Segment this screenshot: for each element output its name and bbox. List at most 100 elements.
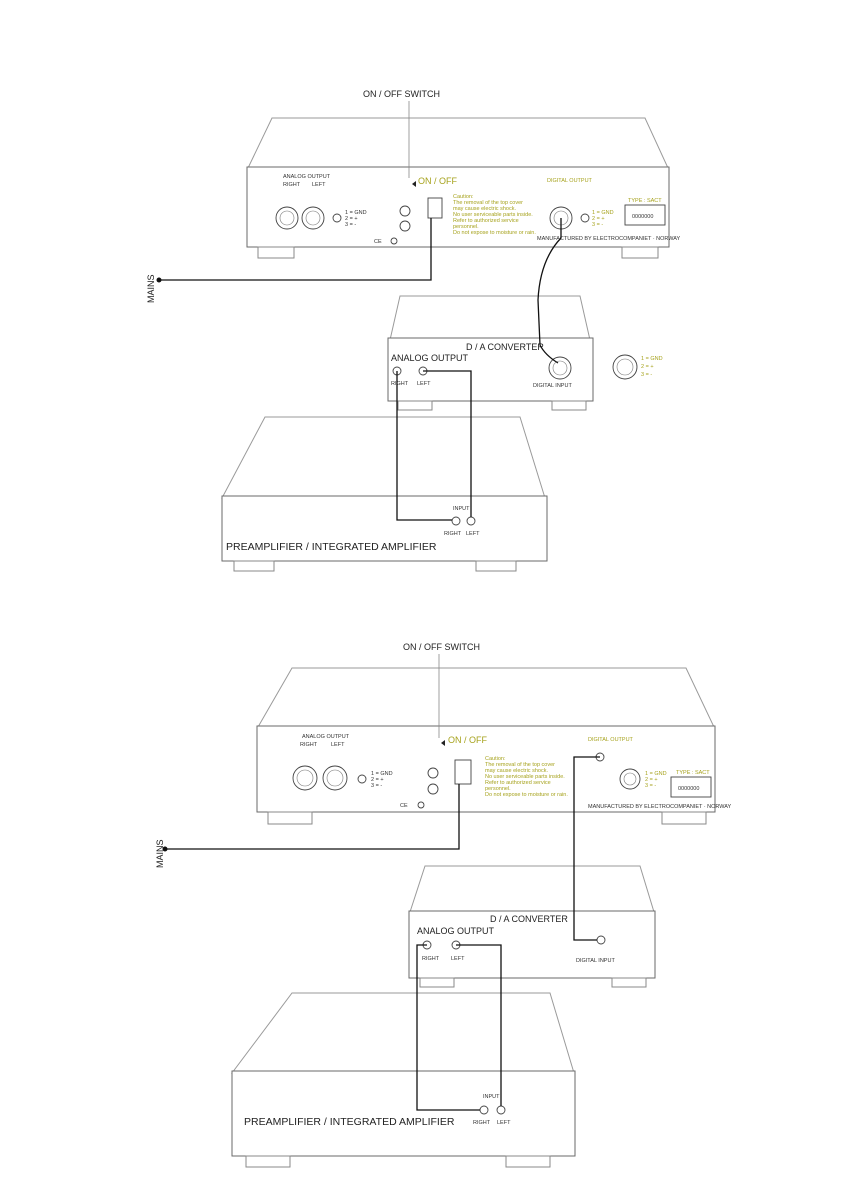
pin-legend-2: 2 = + xyxy=(645,777,658,783)
certification-icon xyxy=(390,237,398,245)
xlr-output-right-icon xyxy=(292,765,318,791)
mains-label: MAINS xyxy=(146,274,156,303)
amplifier-foot-right xyxy=(475,560,517,572)
amplifier-right-label: RIGHT xyxy=(473,1120,491,1126)
transport-foot-left xyxy=(267,811,313,825)
mains-inlet[interactable] xyxy=(454,759,472,785)
pin-legend-1: 1 = GND xyxy=(345,210,367,216)
switch-pointer-icon xyxy=(441,740,445,746)
pin-legend-3: 3 = - xyxy=(592,222,603,228)
dac-digital-input-coax-icon[interactable] xyxy=(596,935,606,945)
transport-foot-right xyxy=(621,246,659,259)
serial-number: 0000000 xyxy=(678,786,699,792)
on-off-label: ON / OFF xyxy=(418,176,457,186)
amplifier-front-panel xyxy=(231,1070,576,1157)
on-off-label: ON / OFF xyxy=(448,735,487,745)
dac-pin-legend-3: 3 = - xyxy=(641,372,652,378)
mains-label: MAINS xyxy=(155,839,165,868)
amplifier-left-label: LEFT xyxy=(466,531,480,537)
dac-unit: D / A CONVERTER ANALOG OUTPUT RIGHT LEFT… xyxy=(387,295,663,411)
certification-icon xyxy=(417,801,425,809)
pin-diagram-icon xyxy=(580,213,590,223)
fuse-holder-icon xyxy=(399,220,411,232)
dac-foot-right xyxy=(551,400,587,411)
dac-digital-input-xlr-icon[interactable] xyxy=(548,356,572,380)
diagram-top: ANALOG OUTPUT RIGHT LEFT 1 = GND 2 = + 3… xyxy=(146,89,681,572)
ce-mark-icon: CE xyxy=(400,803,408,809)
serial-plate xyxy=(670,776,712,798)
pin-legend-2: 2 = + xyxy=(592,216,605,222)
caution-title: Caution: xyxy=(453,194,474,200)
caution-line-2: may cause electric shock. xyxy=(485,768,548,774)
transport-foot-right xyxy=(661,811,707,825)
amplifier-foot-left xyxy=(233,560,275,572)
dac-top-cover xyxy=(409,865,655,913)
amplifier-rca-right[interactable] xyxy=(451,516,461,526)
type-label: TYPE : SACT xyxy=(676,770,710,776)
caution-title: Caution: xyxy=(485,756,506,762)
analog-output-label: ANALOG OUTPUT xyxy=(302,734,350,740)
xlr-output-left-icon xyxy=(322,765,348,791)
pin-legend-3: 3 = - xyxy=(345,222,356,228)
amplifier-rca-left[interactable] xyxy=(466,516,476,526)
fuse-holder-icon xyxy=(427,783,439,795)
amplifier-input-label: INPUT xyxy=(483,1094,500,1100)
manufacturer-label: MANUFACTURED BY ELECTROCOMPANIET · NORWA… xyxy=(588,804,732,810)
caution-line-3: No user serviceable parts inside. xyxy=(453,212,533,218)
transport-unit: ANALOG OUTPUT RIGHT LEFT 1 = GND 2 = + 3… xyxy=(256,667,732,825)
dac-front-panel xyxy=(408,910,656,979)
caution-line-4: Refer to authorized service xyxy=(453,218,519,224)
switch-pointer-icon xyxy=(412,181,416,187)
dac-title: D / A CONVERTER xyxy=(490,914,568,924)
serial-number: 0000000 xyxy=(632,214,653,220)
dac-digital-input-label: DIGITAL INPUT xyxy=(576,958,615,964)
pin-legend-1: 1 = GND xyxy=(371,771,393,777)
xlr-connector-icon xyxy=(619,768,641,790)
serial-plate xyxy=(624,204,666,226)
dac-analog-output-label: ANALOG OUTPUT xyxy=(417,926,495,936)
dac-right-label: RIGHT xyxy=(422,956,440,962)
ground-terminal-icon xyxy=(427,767,439,779)
left-label: LEFT xyxy=(331,742,345,748)
right-label: RIGHT xyxy=(300,742,318,748)
mains-cable xyxy=(165,784,460,850)
mains-inlet[interactable] xyxy=(427,197,443,219)
dac-left-label: LEFT xyxy=(451,956,465,962)
dac-pin-legend-1: 1 = GND xyxy=(641,356,663,362)
amplifier-front-panel xyxy=(221,495,548,562)
caution-line-4: Refer to authorized service xyxy=(485,780,551,786)
pin-legend-1: 1 = GND xyxy=(645,771,667,777)
dac-title: D / A CONVERTER xyxy=(466,342,544,352)
dac-unit: D / A CONVERTER ANALOG OUTPUT RIGHT LEFT… xyxy=(408,865,656,988)
dac-foot-right xyxy=(611,977,647,988)
xlr-output-left-icon xyxy=(301,206,325,230)
digital-output-label: DIGITAL OUTPUT xyxy=(588,737,634,743)
transport-rear-panel xyxy=(246,166,670,248)
caution-line-5: personnel. xyxy=(485,786,511,792)
pin-diagram-icon xyxy=(357,774,367,784)
analog-output-label: ANALOG OUTPUT xyxy=(283,174,331,180)
amplifier-rca-left[interactable] xyxy=(496,1105,506,1115)
dac-digital-input-label: DIGITAL INPUT xyxy=(533,383,572,389)
pin-legend-3: 3 = - xyxy=(645,783,656,789)
dac-right-label: RIGHT xyxy=(391,381,409,387)
caution-line-2: may cause electric shock. xyxy=(453,206,516,212)
amplifier-rca-right[interactable] xyxy=(479,1105,489,1115)
amplifier-right-label: RIGHT xyxy=(444,531,462,537)
left-label: LEFT xyxy=(312,182,326,188)
transport-foot-left xyxy=(257,246,295,259)
dac-analog-output-label: ANALOG OUTPUT xyxy=(391,353,469,363)
dac-foot-left xyxy=(419,977,455,988)
type-label: TYPE : SACT xyxy=(628,198,662,204)
amplifier-top-cover xyxy=(231,992,575,1074)
amplifier-top-cover xyxy=(221,416,546,499)
amplifier-unit: PREAMPLIFIER / INTEGRATED AMPLIFIER INPU… xyxy=(231,992,576,1168)
pin-legend-1: 1 = GND xyxy=(592,210,614,216)
pin-legend-3: 3 = - xyxy=(371,783,382,789)
caution-line-6: Do not expose to moisture or rain. xyxy=(453,230,536,236)
amplifier-title: PREAMPLIFIER / INTEGRATED AMPLIFIER xyxy=(226,541,437,553)
manufacturer-label: MANUFACTURED BY ELECTROCOMPANIET · NORWA… xyxy=(537,236,681,242)
mains-cable xyxy=(159,218,432,281)
amplifier-title: PREAMPLIFIER / INTEGRATED AMPLIFIER xyxy=(244,1116,455,1128)
